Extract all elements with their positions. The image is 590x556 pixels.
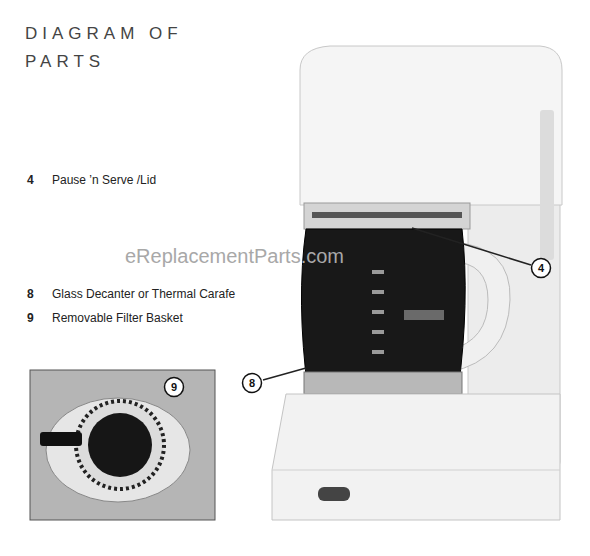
base-edge xyxy=(272,470,560,471)
basket-handle xyxy=(40,432,82,446)
filter-basket-rim xyxy=(76,401,164,489)
callout-circle: 8 xyxy=(241,372,263,394)
lid-stripe xyxy=(312,212,462,218)
callout-circle: 4 xyxy=(530,257,552,279)
callout-number: 4 xyxy=(530,257,552,279)
callout-number: 9 xyxy=(163,376,185,398)
diagram-title: DIAGRAM OF PARTS xyxy=(25,20,210,76)
inset-housing xyxy=(46,398,190,502)
inset-frame xyxy=(30,370,215,520)
part-name: Removable Filter Basket xyxy=(52,311,183,325)
callout-circle: 9 xyxy=(163,376,185,398)
watermark: eReplacementParts.com xyxy=(125,245,344,268)
carafe-band xyxy=(304,372,462,394)
carafe-logo xyxy=(404,310,444,320)
pause-serve-lid xyxy=(304,203,470,229)
level-marks xyxy=(372,270,384,354)
base xyxy=(272,394,560,520)
water-window xyxy=(540,110,554,260)
part-number: 8 xyxy=(27,287,34,301)
callout-number: 8 xyxy=(241,372,263,394)
filter-basket xyxy=(88,413,152,477)
leader-line xyxy=(263,368,306,380)
part-name: Glass Decanter or Thermal Carafe xyxy=(52,287,235,301)
part-number: 4 xyxy=(27,173,34,187)
leader-line xyxy=(412,228,531,265)
power-switch xyxy=(318,487,350,501)
part-number: 9 xyxy=(27,311,34,325)
part-name: Pause ’n Serve /Lid xyxy=(52,173,156,187)
top-housing xyxy=(300,46,562,205)
